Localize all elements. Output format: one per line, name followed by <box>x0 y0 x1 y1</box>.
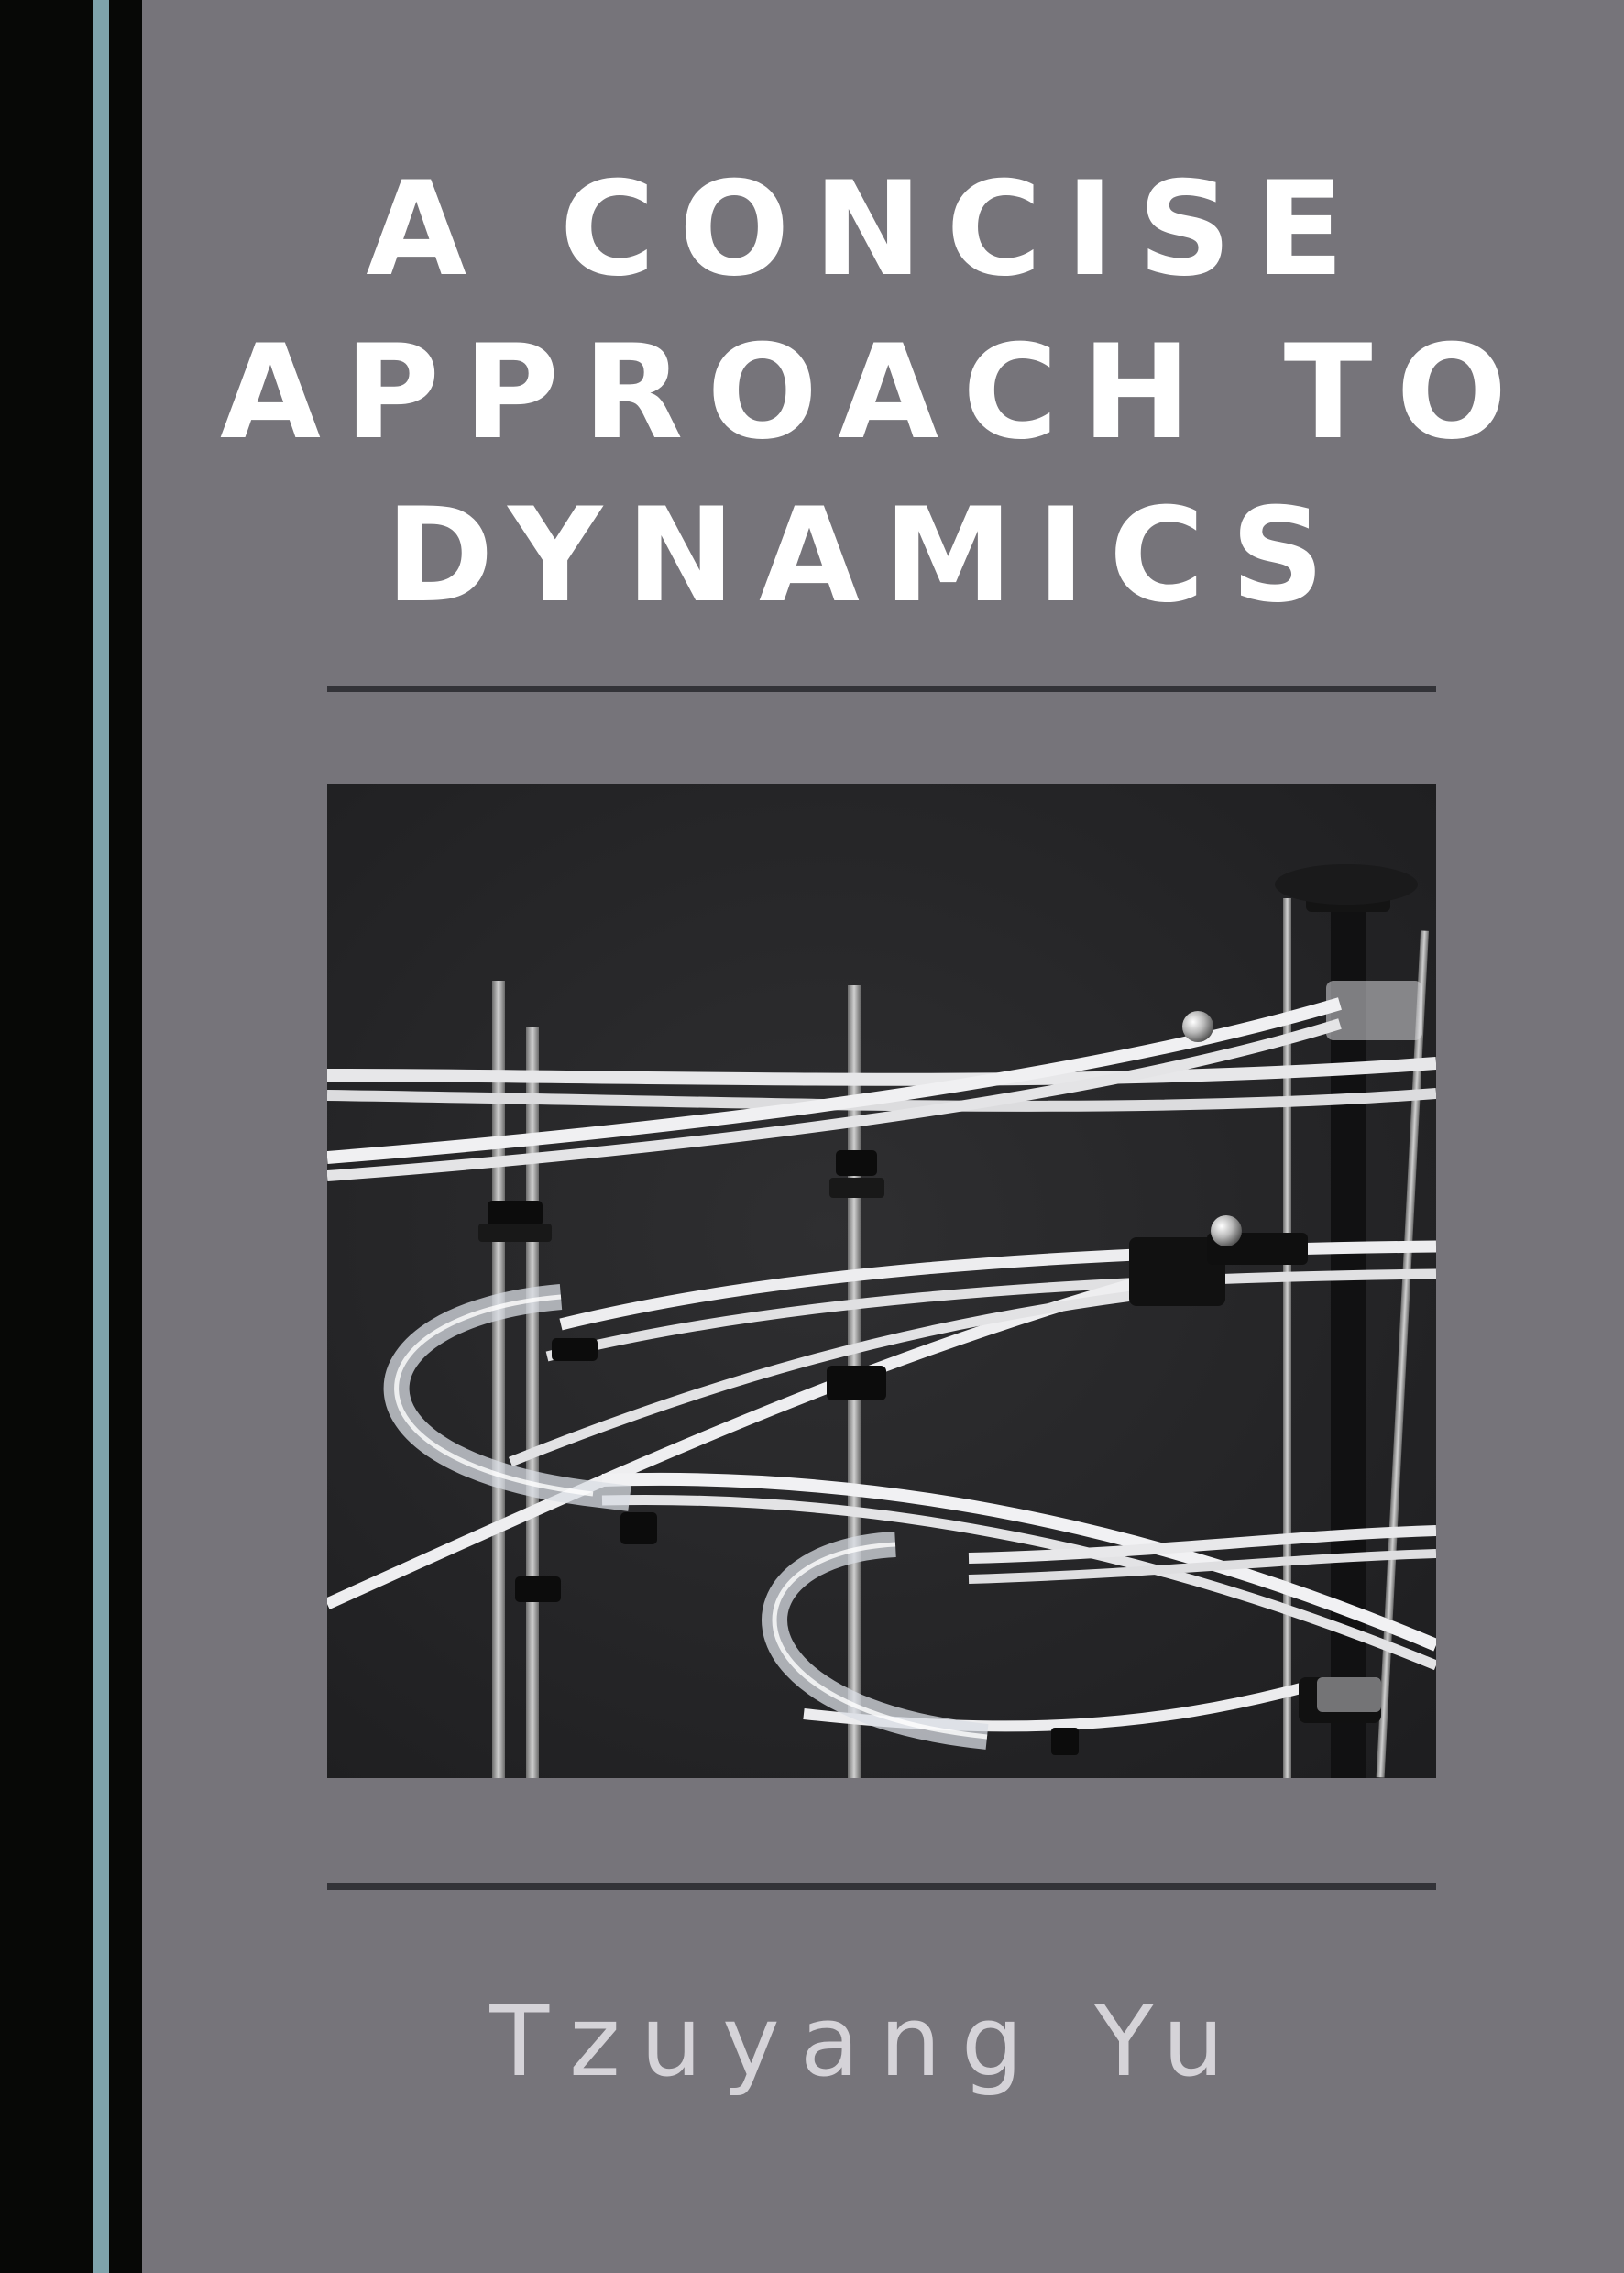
title-line-3: DYNAMICS <box>385 480 1349 631</box>
book-title: A CONCISE APPROACH TO DYNAMICS <box>220 148 1514 638</box>
spine-accent-stripe <box>93 0 109 2273</box>
cover-photo <box>327 784 1436 1778</box>
author-name: Tzuyang Yu <box>489 1985 1245 2098</box>
title-line-1: A CONCISE <box>366 154 1368 305</box>
book-spine <box>0 0 142 2273</box>
title-line-2: APPROACH TO <box>220 317 1531 468</box>
marble-run-illustration <box>327 784 1436 1778</box>
top-divider <box>327 686 1436 692</box>
bottom-divider <box>327 1883 1436 1890</box>
